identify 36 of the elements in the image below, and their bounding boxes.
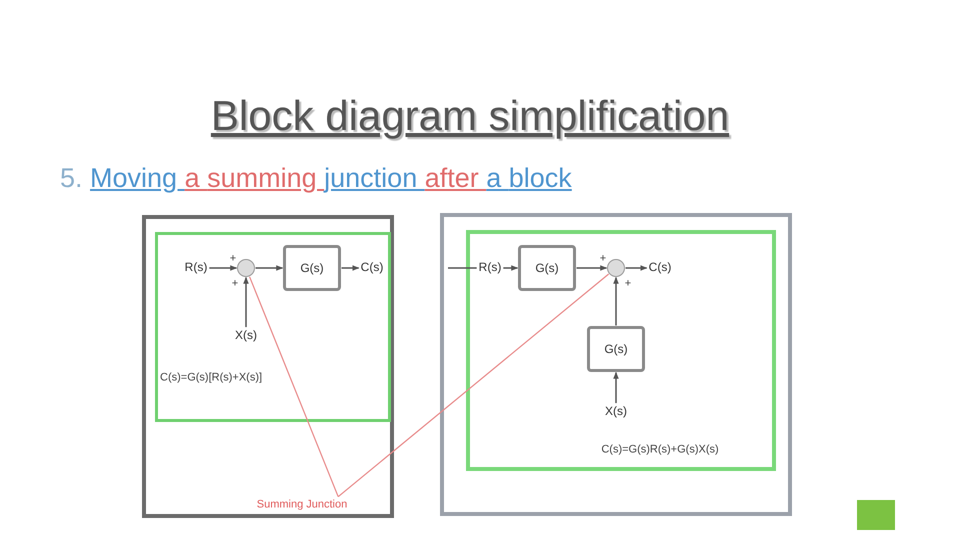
callout-label: Summing Junction — [256, 498, 348, 512]
arrow — [626, 265, 648, 271]
signal-label: C(s) — [648, 261, 672, 275]
transfer-block: G(s) — [587, 326, 645, 372]
plus-sign: + — [232, 278, 238, 290]
plus-sign: + — [600, 252, 606, 266]
summing-junction — [237, 259, 255, 277]
plus-sign: + — [624, 278, 632, 290]
leader-line — [338, 274, 610, 498]
summing-junction — [607, 259, 625, 277]
signal-label: X(s) — [235, 329, 257, 343]
arrow — [576, 265, 608, 271]
plus-sign: + — [230, 252, 236, 266]
signal-label: C(s) — [360, 261, 384, 275]
arrow — [209, 265, 238, 271]
equation: C(s)=G(s)R(s)+G(s)X(s) — [601, 444, 719, 456]
transfer-block: G(s) — [518, 245, 576, 291]
panel-frame — [440, 213, 792, 516]
signal-label: R(s) — [478, 261, 502, 275]
signal-label: R(s) — [184, 261, 208, 275]
arrow — [613, 372, 619, 404]
slide-title: Block diagram simplification — [210, 92, 730, 140]
highlight-frame — [466, 230, 776, 471]
arrow — [342, 265, 360, 271]
signal-line — [448, 267, 477, 269]
arrow — [613, 276, 619, 326]
highlight-frame — [155, 232, 391, 422]
leader-line — [249, 276, 339, 497]
arrow — [256, 265, 284, 271]
arrow — [243, 276, 249, 328]
equation: C(s)=G(s)[R(s)+X(s)] — [160, 372, 262, 384]
transfer-block: G(s) — [283, 245, 341, 291]
panel-frame — [142, 215, 394, 518]
signal-label: X(s) — [605, 405, 627, 419]
arrow — [503, 265, 518, 271]
slide-subtitle: 5. Moving a summing junction after a block — [60, 163, 572, 194]
